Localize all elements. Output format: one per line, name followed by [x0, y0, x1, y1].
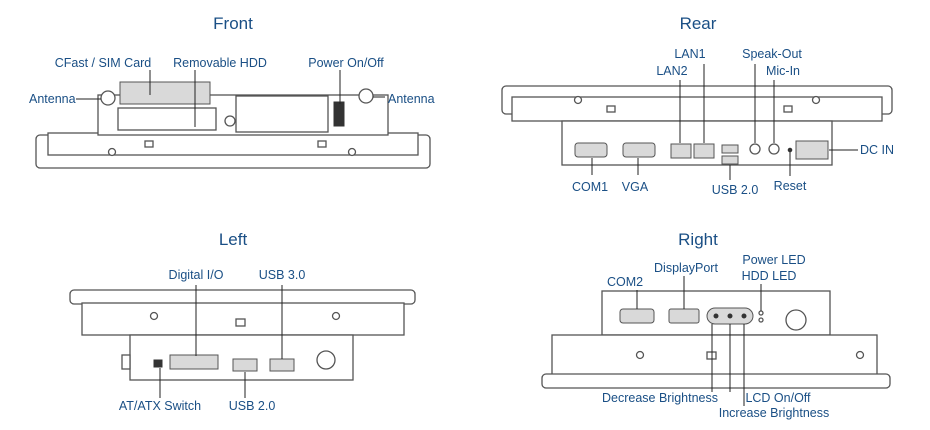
dc-in-terminal [795, 140, 829, 160]
power-label: Power On/Off [308, 56, 384, 70]
front-view: Front CFast / SIM Card Removable HDD Pow… [29, 14, 435, 169]
rear-screw-left [573, 95, 583, 105]
left-chassis [129, 334, 354, 381]
reset-label: Reset [774, 179, 807, 193]
lan2-label: LAN2 [656, 64, 687, 78]
com2-label: COM2 [607, 275, 643, 289]
front-screw-left [107, 147, 117, 157]
front-latch-right [317, 140, 327, 148]
usb30-port [269, 358, 295, 372]
atatx-switch [153, 359, 163, 368]
rear-view: Rear LAN1 LAN2 Speak-Out Mic-In DC [501, 14, 894, 197]
front-latch-left [144, 140, 154, 148]
hdd-bay [235, 95, 329, 133]
right-speaker-grille [785, 309, 807, 331]
digital-io-port [169, 354, 219, 370]
rear-title: Rear [680, 14, 717, 33]
vga-label: VGA [622, 180, 649, 194]
left-view: Left Digital I/O USB 3.0 AT/ATX Switch U… [69, 230, 416, 413]
right-title: Right [678, 230, 718, 249]
right-screw-right [855, 350, 865, 360]
hdd-led [758, 317, 764, 323]
rear-screw-right [811, 95, 821, 105]
decrease-label: Decrease Brightness [602, 391, 718, 405]
front-title: Front [213, 14, 253, 33]
dc-in-label: DC IN [860, 143, 894, 157]
power-switch [333, 101, 345, 127]
lan1-port [693, 143, 715, 159]
usb20-port-bottom [721, 155, 739, 165]
rear-panel-bezel [511, 96, 883, 122]
front-screw-right [347, 147, 357, 157]
increase-brightness-button [741, 313, 747, 319]
vga-port [622, 142, 656, 158]
front-screw [224, 115, 236, 127]
usb30-label: USB 3.0 [259, 268, 306, 282]
left-side-tab [121, 354, 131, 370]
com1-port [574, 142, 608, 158]
antenna-left-label: Antenna [29, 92, 76, 106]
left-screw-right [331, 311, 341, 321]
lcd-onoff-button [727, 313, 733, 319]
power-led-label: Power LED [742, 253, 805, 267]
increase-label: Increase Brightness [719, 406, 829, 420]
antenna-left-connector [100, 90, 116, 106]
speak-out-label: Speak-Out [742, 47, 802, 61]
rear-latch-left [606, 105, 616, 113]
atatx-label: AT/ATX Switch [119, 399, 201, 413]
rear-latch-right [783, 105, 793, 113]
usb20-port-top [721, 144, 739, 154]
decrease-brightness-button [713, 313, 719, 319]
left-title: Left [219, 230, 248, 249]
cfast-label: CFast / SIM Card [55, 56, 152, 70]
mic-in-jack [768, 143, 780, 155]
mic-in-label: Mic-In [766, 64, 800, 78]
power-led [758, 310, 764, 316]
digital-io-label: Digital I/O [169, 268, 224, 282]
com2-port [619, 308, 655, 324]
left-screw-left [149, 311, 159, 321]
displayport-port [668, 308, 700, 324]
com1-label: COM1 [572, 180, 608, 194]
usb20-left-port [232, 358, 258, 372]
right-screw-left [635, 350, 645, 360]
front-panel-bezel [47, 132, 419, 156]
lcd-label: LCD On/Off [745, 391, 811, 405]
speak-out-jack [749, 143, 761, 155]
cfast-slot [119, 81, 211, 105]
left-latch [235, 318, 246, 327]
hdd-label: Removable HDD [173, 56, 267, 70]
right-view: Right COM2 DisplayPort Power LED HDD LED… [541, 230, 891, 420]
reset-button [787, 147, 793, 153]
lan1-label: LAN1 [674, 47, 705, 61]
right-panel-bottom [541, 373, 891, 389]
antenna-right-connector [358, 88, 374, 104]
antenna-right-label: Antenna [388, 92, 435, 106]
hdd-led-label: HDD LED [742, 269, 797, 283]
left-speaker-grille [316, 350, 336, 370]
displayport-label: DisplayPort [654, 261, 718, 275]
left-panel-top [69, 289, 416, 305]
usb20-left-label: USB 2.0 [229, 399, 276, 413]
usb20-label: USB 2.0 [712, 183, 759, 197]
lan2-port [670, 143, 692, 159]
cfast-cover [117, 107, 217, 131]
